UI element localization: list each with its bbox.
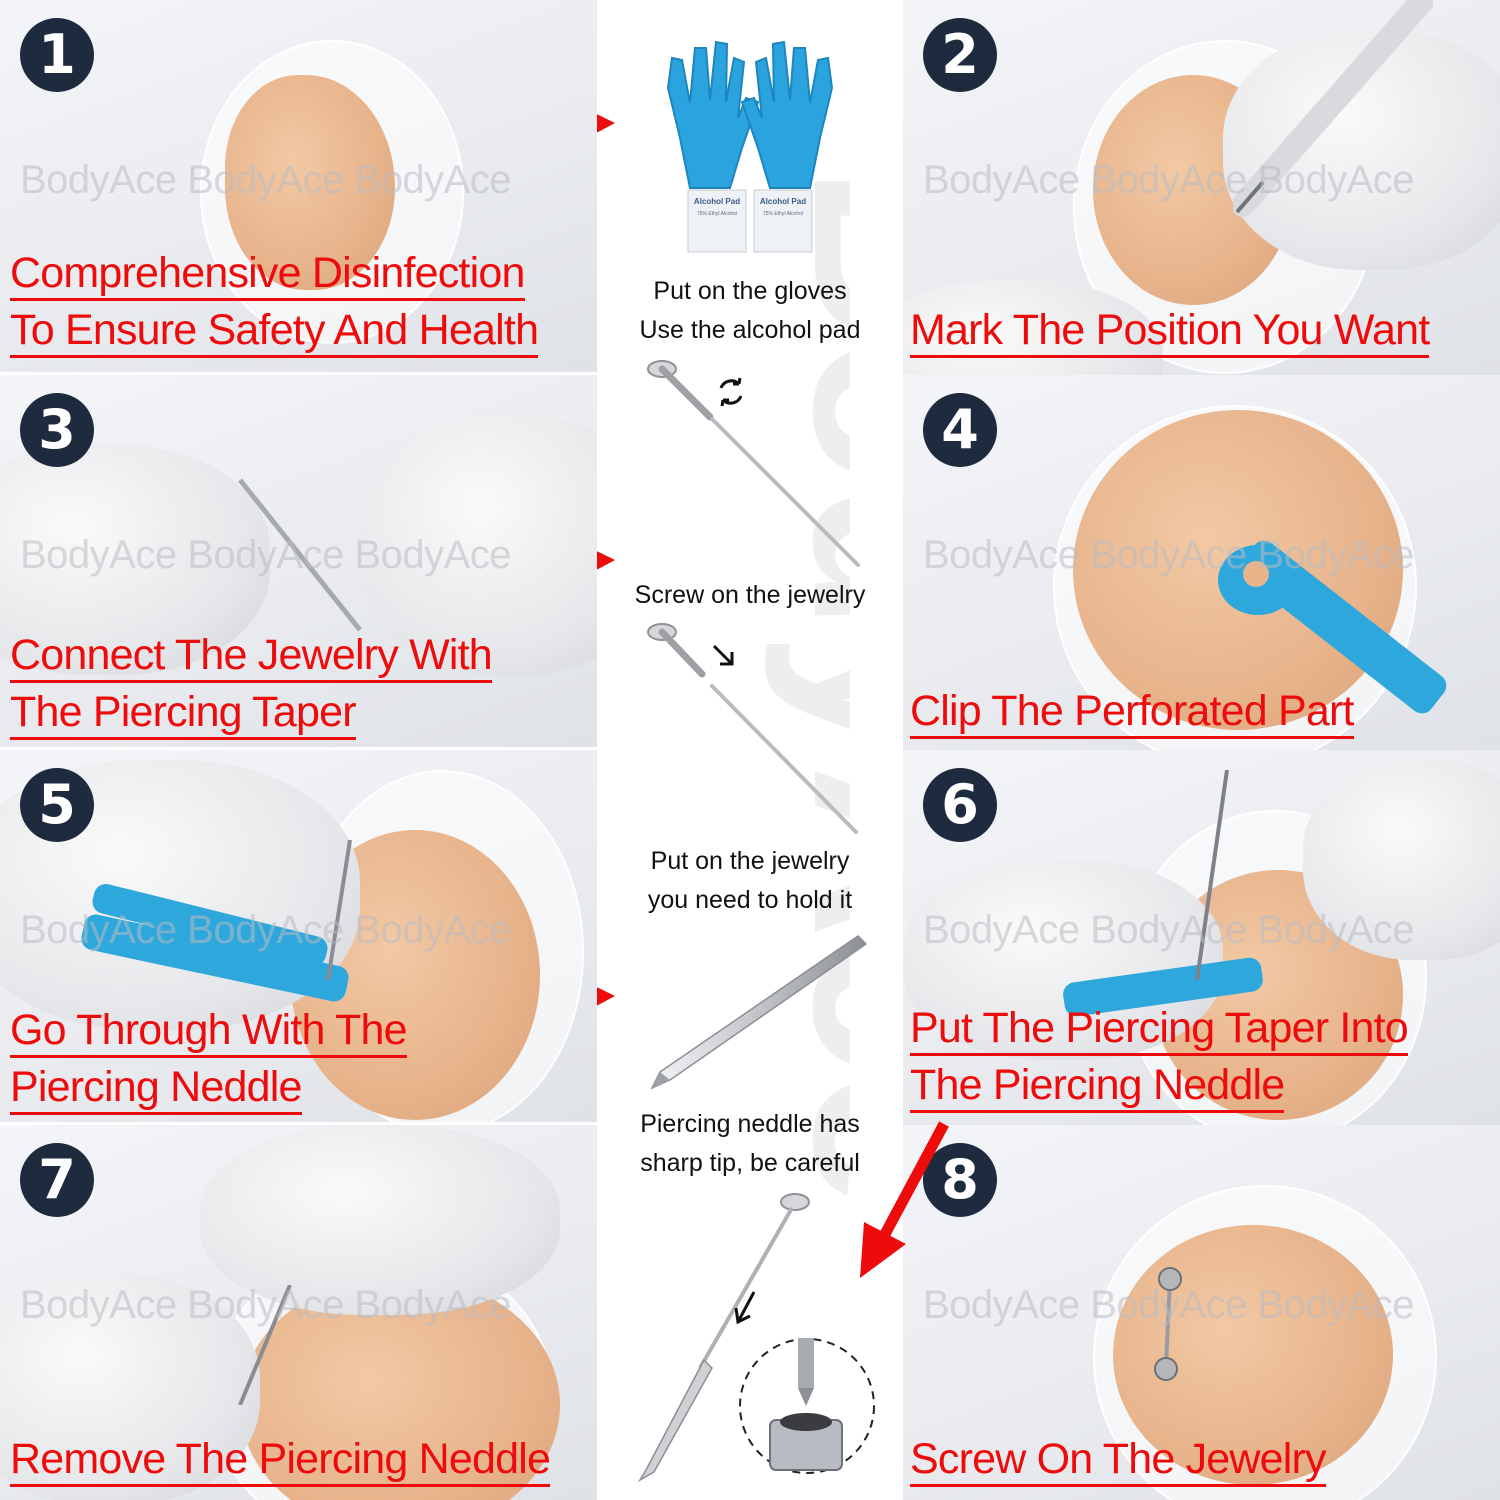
step-7-caption: Remove The Piercing Neddle (10, 1431, 551, 1488)
step-1-caption: Comprehensive Disinfection To Ensure Saf… (10, 245, 539, 359)
needle-in-ear-icon (326, 840, 352, 980)
note-2-line-1: Screw on the jewelry (634, 581, 866, 609)
step-1-caption-line-1: Comprehensive Disinfection (10, 248, 525, 301)
center-watermark: BodyAce (764, 165, 850, 1205)
note-4-line-2: sharp tip, be careful (640, 1149, 860, 1177)
step-5-watermark: BodyAce BodyAce BodyAce (20, 908, 512, 952)
marker-pen-icon (1233, 0, 1433, 217)
alcohol-pad-label-1: Alcohol Pad (694, 197, 740, 206)
step-1-number: 1 (20, 18, 94, 92)
step-1-watermark: BodyAce BodyAce BodyAce (20, 158, 512, 202)
note-1-line-1: Put on the gloves (653, 277, 847, 305)
step-6-watermark: BodyAce BodyAce BodyAce (923, 908, 1415, 952)
note-1-line-2: Use the alcohol pad (639, 316, 861, 344)
step-2-caption: Mark The Position You Want (910, 302, 1430, 359)
step-2-caption-line-1: Mark The Position You Want (910, 305, 1430, 358)
step-6-panel: BodyAce BodyAce BodyAce 6 Put The Pierci… (903, 750, 1500, 1125)
step-3-caption-line-2: The Piercing Taper (10, 687, 357, 740)
step-8-panel: BodyAce BodyAce BodyAce 8 Screw On The J… (903, 1125, 1500, 1500)
step-5-caption-line-1: Go Through With The (10, 1005, 408, 1058)
step-5-caption: Go Through With The Piercing Neddle (10, 1002, 408, 1116)
rotate-icon (719, 377, 743, 407)
taper-in-hand-icon (238, 478, 362, 632)
note-3-line-2: you need to hold it (647, 886, 853, 914)
needle-insert-icon (637, 1193, 875, 1483)
piercing-needle-icon (650, 935, 868, 1090)
step-4-panel: BodyAce BodyAce BodyAce 4 Clip The Perfo… (903, 375, 1500, 750)
step-6-caption-line-2: The Piercing Neddle (910, 1060, 1285, 1113)
step-8-caption-line-1: Screw On The Jewelry (910, 1434, 1327, 1487)
center-column (597, 0, 903, 1500)
step-2-watermark: BodyAce BodyAce BodyAce (923, 158, 1415, 202)
step-8-caption: Screw On The Jewelry (910, 1431, 1327, 1488)
note-4-line-1: Piercing neddle has (640, 1110, 860, 1138)
step-4-watermark: BodyAce BodyAce BodyAce (923, 533, 1415, 577)
taper-icon (647, 623, 858, 834)
taper-into-needle-icon (1195, 770, 1229, 981)
alcohol-pad-sub-2: 75% Ethyl Alcohol (763, 211, 803, 217)
step-3-watermark: BodyAce BodyAce BodyAce (20, 533, 512, 577)
alcohol-pad-sub-1: 75% Ethyl Alcohol (697, 211, 737, 217)
step-5-number: 5 (20, 768, 94, 842)
step-4-caption: Clip The Perforated Part (910, 683, 1354, 740)
step-1-panel: BodyAce BodyAce BodyAce 1 Comprehensive … (0, 0, 597, 372)
step-3-caption: Connect The Jewelry With The Piercing Ta… (10, 627, 493, 741)
step-7-caption-line-1: Remove The Piercing Neddle (10, 1434, 551, 1487)
step-4-caption-line-1: Clip The Perforated Part (910, 686, 1354, 739)
step-6-caption: Put The Piercing Taper Into The Piercing… (910, 1000, 1409, 1114)
arrow-down-left-icon (860, 1121, 949, 1278)
step-7-watermark: BodyAce BodyAce BodyAce (20, 1283, 512, 1327)
step-4-number: 4 (923, 393, 997, 467)
step-5-panel: BodyAce BodyAce BodyAce 5 Go Through Wit… (0, 750, 597, 1122)
center-watermark-text: BodyAce (764, 165, 850, 1205)
step-3-panel: BodyAce BodyAce BodyAce 3 Connect The Je… (0, 375, 597, 747)
step-6-number: 6 (923, 768, 997, 842)
arrow-down-left-icon (734, 1291, 756, 1325)
arrow-down-right-icon (712, 644, 734, 666)
step-7-panel: BodyAce BodyAce BodyAce 7 Remove The Pie… (0, 1125, 597, 1500)
note-3-line-1: Put on the jewelry (650, 847, 850, 875)
step-2-number: 2 (923, 18, 997, 92)
step-5-caption-line-2: Piercing Neddle (10, 1062, 302, 1115)
step-3-number: 3 (20, 393, 94, 467)
note-3: Put on the jewelry you need to hold it (600, 842, 900, 920)
step-8-watermark: BodyAce BodyAce BodyAce (923, 1283, 1415, 1327)
barbell-jewelry-icon (1154, 1267, 1182, 1381)
step-3-caption-line-1: Connect The Jewelry With (10, 630, 493, 683)
step-6-caption-line-1: Put The Piercing Taper Into (910, 1003, 1409, 1056)
needle-removal-icon (238, 1285, 292, 1405)
needle-icon (647, 360, 860, 567)
step-7-number: 7 (20, 1143, 94, 1217)
gloves-icon: Alcohol Pad Alcohol Pad 75% Ethyl Alcoho… (666, 40, 834, 253)
note-1: Put on the gloves Use the alcohol pad (600, 272, 900, 350)
note-2: Screw on the jewelry (600, 576, 900, 615)
step-1-caption-line-2: To Ensure Safety And Health (10, 305, 539, 358)
note-4: Piercing neddle has sharp tip, be carefu… (600, 1105, 900, 1183)
alcohol-pad-label-2: Alcohol Pad (760, 197, 806, 206)
step-2-panel: BodyAce BodyAce BodyAce 2 Mark The Posit… (903, 0, 1500, 375)
step-8-number: 8 (923, 1143, 997, 1217)
